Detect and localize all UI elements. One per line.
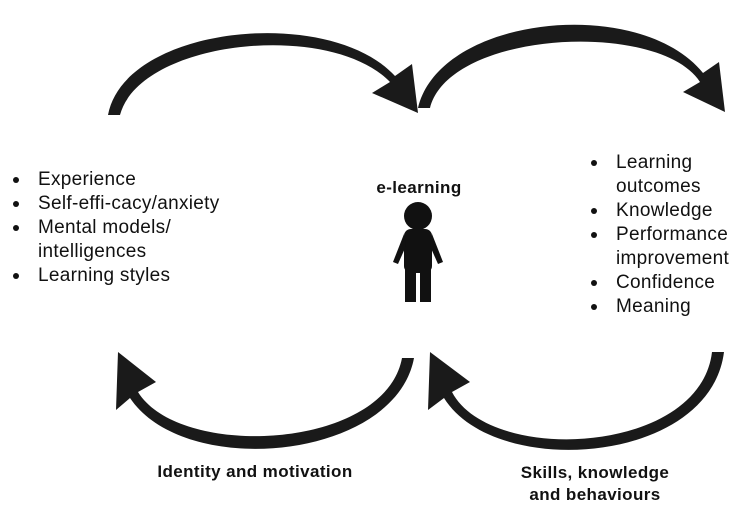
caption-right-line1: Skills, knowledge — [520, 463, 670, 482]
arrow-top-left — [108, 33, 418, 115]
list-item-confidence: Confidence — [582, 271, 750, 295]
center-title: e-learning — [376, 178, 462, 197]
list-item-learning-styles: Learning styles — [4, 264, 304, 288]
arrow-bottom-left — [116, 352, 414, 449]
arrow-top-right — [418, 24, 725, 112]
list-item-improvement: improvement — [616, 248, 730, 269]
person-icon — [393, 202, 443, 302]
list-item-meaning: Meaning — [582, 295, 750, 319]
list-item-mental-models: Mental models/ — [4, 216, 304, 240]
list-item-learning: Learning — [582, 151, 750, 175]
list-item-intelligences: intelligences — [38, 241, 147, 262]
caption-identity-motivation: Identity and motivation — [157, 462, 353, 481]
caption-right-line2: and behaviours — [529, 485, 661, 504]
arrow-bottom-right — [428, 352, 724, 450]
list-item-outcomes: outcomes — [616, 176, 701, 197]
list-item-experience: Experience — [4, 168, 304, 192]
list-item-performance: Performance — [582, 223, 750, 247]
list-item-knowledge: Knowledge — [582, 199, 750, 223]
left-factors-list: Experience Self-effi-cacy/anxiety Mental… — [4, 168, 304, 288]
list-item-self-efficacy: Self-effi-cacy/anxiety — [4, 192, 304, 216]
caption-skills-knowledge: Skills, knowledge and behaviours — [470, 462, 720, 506]
right-outcomes-list: Learning outcomes Knowledge Performance … — [582, 151, 750, 319]
